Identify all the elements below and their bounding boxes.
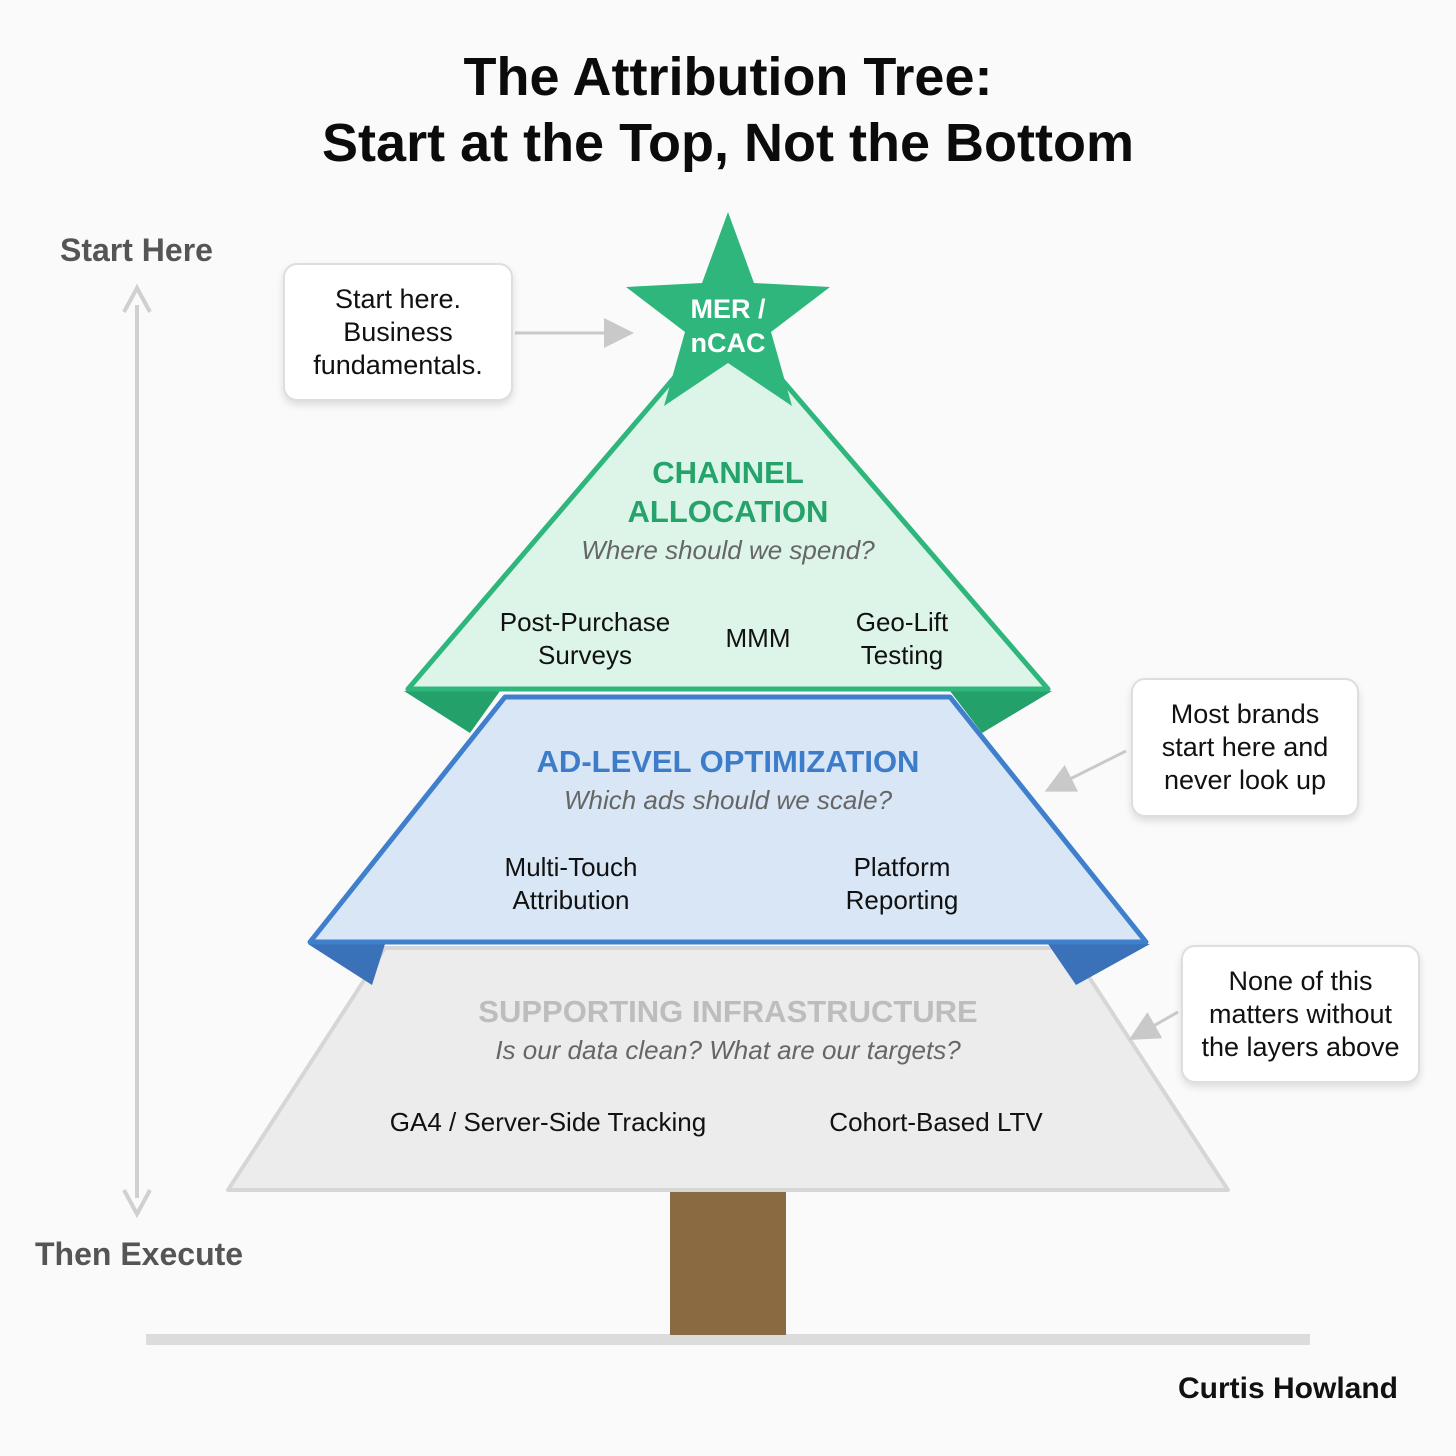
tier-allocation-wing-left (404, 691, 500, 733)
tool-label-line: Multi-Touch (504, 852, 638, 882)
tool-ga4-server-side-tracking: GA4 / Server-Side Tracking (390, 1106, 706, 1139)
tree-trunk (670, 1192, 786, 1335)
tier-allocation-title-line-1: CHANNEL (652, 455, 804, 490)
tool-multi-touch-attribution: Multi-Touch Attribution (505, 851, 638, 917)
tool-label-line: GA4 / Server-Side Tracking (389, 1107, 707, 1137)
callout-line: start here and (1161, 732, 1329, 762)
vertical-flow-arrow (122, 283, 152, 1219)
tier-optimization-question: Which ads should we scale? (563, 785, 893, 815)
callout-line: matters without (1208, 998, 1393, 1029)
callout-line: fundamentals. (313, 349, 483, 380)
title-line-2: Start at the Top, Not the Bottom (322, 113, 1134, 173)
tier-allocation-title: CHANNEL ALLOCATION (628, 453, 829, 531)
tool-cohort-based-ltv: Cohort-Based LTV (829, 1106, 1042, 1139)
axis-top-label: Start Here (60, 232, 213, 268)
tier-infrastructure-title-line-1: SUPPORTING INFRASTRUCTURE (478, 994, 978, 1029)
tool-label-line: Reporting (845, 885, 959, 915)
callout-line: never look up (1163, 765, 1327, 795)
axis-bottom-label: Then Execute (35, 1236, 244, 1272)
tool-label-line: Testing (860, 640, 944, 670)
tool-label-line: Surveys (538, 640, 632, 670)
callout-middle-arrow (1044, 749, 1127, 792)
callout-line: the layers above (1201, 1031, 1400, 1062)
star-label-line-1: MER / (690, 294, 766, 324)
tool-platform-reporting: Platform Reporting (846, 851, 959, 917)
callout-most-brands: Most brands start here and never look up (1131, 678, 1359, 817)
tool-geo-lift-testing: Geo-Lift Testing (856, 606, 949, 672)
tool-label-line: MMM (725, 623, 791, 653)
tier-optimization-shape (307, 694, 1149, 945)
tool-label-line: Platform (853, 852, 951, 882)
tier-allocation-title-line-2: ALLOCATION (627, 494, 829, 529)
tier-allocation-wing-right (950, 691, 1052, 733)
title-line-1: The Attribution Tree: (463, 47, 993, 107)
tier-optimization-wing-right (1048, 944, 1150, 985)
star-label-line-2: nCAC (690, 328, 766, 358)
tier-allocation-shape (405, 313, 1051, 692)
tier-optimization-title-line-1: AD-LEVEL OPTIMIZATION (536, 744, 920, 779)
tier-infrastructure-shape (226, 946, 1230, 1192)
callout-bottom-arrow (1128, 1010, 1179, 1040)
author-credit: Curtis Howland (1177, 1372, 1398, 1405)
callout-start-here: Start here. Business fundamentals. (283, 263, 513, 401)
ground-line (146, 1334, 1310, 1345)
tier-infrastructure-title: SUPPORTING INFRASTRUCTURE (478, 992, 977, 1031)
tier-infrastructure-question: Is our data clean? What are our targets? (495, 1035, 961, 1065)
tier-optimization-title: AD-LEVEL OPTIMIZATION (537, 742, 920, 781)
callout-line: Most brands (1170, 699, 1320, 729)
star-shape (626, 212, 830, 406)
callout-line: None of this (1228, 965, 1373, 996)
tier-allocation-question: Where should we spend? (581, 535, 875, 565)
callout-none-of-this: None of this matters without the layers … (1181, 945, 1420, 1083)
tool-label-line: Geo-Lift (855, 607, 949, 637)
tool-label-line: Post-Purchase (499, 607, 671, 637)
star-label: MER / nCAC (690, 292, 765, 360)
tool-post-purchase-surveys: Post-Purchase Surveys (500, 606, 671, 672)
tool-mmm: MMM (726, 622, 791, 655)
tier-optimization-wing-left (308, 944, 385, 985)
tool-label-line: Cohort-Based LTV (829, 1107, 1043, 1137)
callout-line: Start here. (334, 283, 462, 314)
callout-line: Business (343, 316, 453, 347)
diagram-title: The Attribution Tree: Start at the Top, … (0, 44, 1456, 176)
tool-label-line: Attribution (512, 885, 630, 915)
